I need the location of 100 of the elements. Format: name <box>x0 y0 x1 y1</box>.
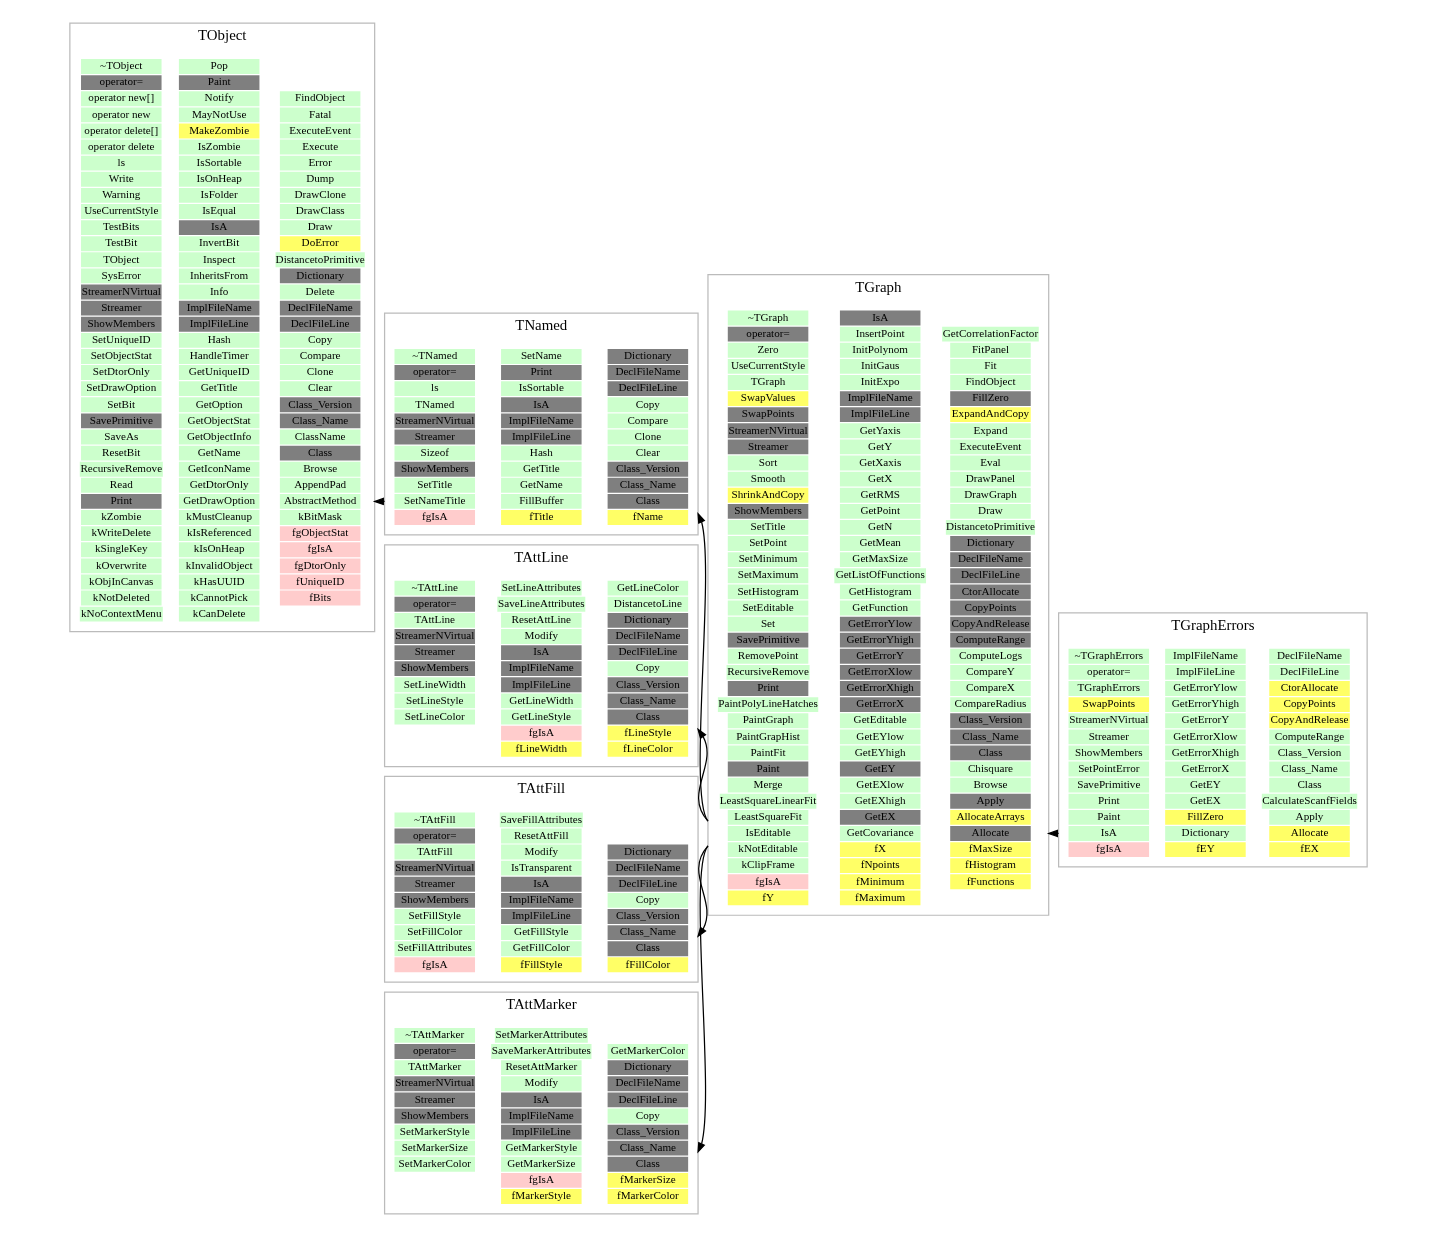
node-box: CalculateScanfFields <box>1261 793 1358 809</box>
node-box: Copy <box>607 1108 689 1124</box>
node-box: Delete <box>279 284 361 300</box>
node-box: Class_Version <box>950 713 1031 729</box>
node-box: kObjInCanvas <box>81 574 162 590</box>
node-box: GetName <box>501 477 582 493</box>
node-box: Compare <box>279 349 361 364</box>
node-box: fgIsA <box>1068 842 1150 857</box>
node-box: operator= <box>394 596 476 612</box>
node-box: ExpandAndCopy <box>950 407 1031 423</box>
node-box: Write <box>81 171 162 187</box>
node-box: Class_Version <box>607 461 689 477</box>
node-box: fEY <box>1165 842 1246 857</box>
node-box: IsA <box>501 876 582 892</box>
node-box: fgIsA <box>501 1172 582 1188</box>
node-box: TAttLine <box>394 612 476 628</box>
node-box: Class_Name <box>607 477 689 493</box>
node-box: GetEY <box>839 761 921 777</box>
node-box: Class <box>950 745 1031 761</box>
node-box: GetFunction <box>839 600 921 616</box>
node-box: LeastSquareLinearFit <box>719 793 817 809</box>
node-box: Sort <box>727 455 809 471</box>
node-box: Apply <box>950 793 1031 809</box>
node-box: GetMarkerSize <box>501 1156 582 1172</box>
node-box: Inspect <box>178 252 260 268</box>
node-box: StreamerNVirtual <box>394 413 476 429</box>
node-box: IsA <box>501 1092 582 1108</box>
node-box: TAttMarker <box>394 1060 476 1076</box>
node-box: PaintFit <box>727 745 809 761</box>
node-box: operator= <box>1068 664 1150 680</box>
node-box: Dictionary <box>607 349 689 364</box>
node-box: IsFolder <box>178 187 260 203</box>
node-box: GetErrorX <box>839 697 921 713</box>
node-box: Streamer <box>727 439 809 455</box>
node-box: DistancetoPrimitive <box>945 520 1036 535</box>
node-box: fMarkerStyle <box>501 1189 582 1204</box>
node-box: SetFillAttributes <box>394 941 476 957</box>
node-box: Class_Version <box>607 1124 689 1140</box>
node-box: IsA <box>839 310 921 326</box>
node-box: Draw <box>279 220 361 235</box>
node-box: InitExpo <box>839 375 921 390</box>
node-box: SetLineStyle <box>394 693 476 709</box>
node-box: GetErrorYlow <box>839 616 921 632</box>
node-box: Clone <box>607 429 689 445</box>
node-box: GetRMS <box>839 487 921 503</box>
node-box: FindObject <box>279 91 361 107</box>
node-box: GetErrorYlow <box>1165 681 1246 696</box>
node-box: Clear <box>279 381 361 397</box>
node-box: SetMaximum <box>727 568 809 584</box>
node-box: GetEXhigh <box>839 793 921 809</box>
node-box: InvertBit <box>178 236 260 252</box>
node-box: fFillStyle <box>501 957 582 973</box>
node-box: DeclFileName <box>950 552 1031 568</box>
node-box: GetYaxis <box>839 423 921 439</box>
node-box: DeclFileLine <box>607 876 689 892</box>
node-box: ImplFileName <box>501 661 582 677</box>
node-box: Apply <box>1269 809 1350 825</box>
node-box: fNpoints <box>839 858 921 874</box>
node-box: DeclFileLine <box>279 316 361 332</box>
node-box: operator new[] <box>81 91 162 107</box>
node-box: Class_Name <box>1269 761 1350 777</box>
node-box: GetCovariance <box>839 826 921 841</box>
node-box: ResetAttFill <box>501 828 582 844</box>
node-box: DeclFileName <box>279 300 361 316</box>
node-box: StreamerNVirtual <box>394 629 476 644</box>
node-box: GetListOfFunctions <box>834 568 927 584</box>
node-box: Class <box>607 709 689 725</box>
node-box: Class <box>607 941 689 957</box>
node-box: GetFillColor <box>501 941 582 957</box>
node-box: DeclFileLine <box>607 1092 689 1108</box>
node-box: ComputeRange <box>950 632 1031 648</box>
node-box: Class <box>607 494 689 509</box>
node-box: fFillColor <box>607 957 689 973</box>
node-box: kBitMask <box>279 510 361 525</box>
node-box: SetFillStyle <box>394 909 476 924</box>
node-box: kCannotPick <box>178 590 260 606</box>
node-box: DrawPanel <box>950 471 1031 487</box>
node-box: Fit <box>950 358 1031 374</box>
node-box: Class_Name <box>950 729 1031 745</box>
node-box: fgIsA <box>394 510 476 525</box>
node-box: SetNameTitle <box>394 494 476 509</box>
node-box: ShowMembers <box>81 316 162 332</box>
node-box: kClipFrame <box>727 858 809 874</box>
node-box: operator= <box>394 828 476 844</box>
node-box: GetEX <box>1165 793 1246 809</box>
node-box: fY <box>727 890 809 906</box>
node-box: Clear <box>607 445 689 461</box>
node-box: Smooth <box>727 471 809 487</box>
node-box: ShowMembers <box>394 892 476 908</box>
node-box: GetX <box>839 471 921 487</box>
node-box: Print <box>1068 793 1150 809</box>
node-box: kNoContextMenu <box>79 606 163 622</box>
node-box: ls <box>394 381 476 397</box>
node-box: fLineStyle <box>607 725 689 741</box>
node-box: ComputeRange <box>1269 729 1350 745</box>
node-box: operator delete <box>81 139 162 155</box>
node-box: GetEditable <box>839 713 921 729</box>
node-box: TNamed <box>394 397 476 413</box>
node-box: SetDrawOption <box>81 381 162 397</box>
node-box: fgObjectStat <box>279 526 361 542</box>
